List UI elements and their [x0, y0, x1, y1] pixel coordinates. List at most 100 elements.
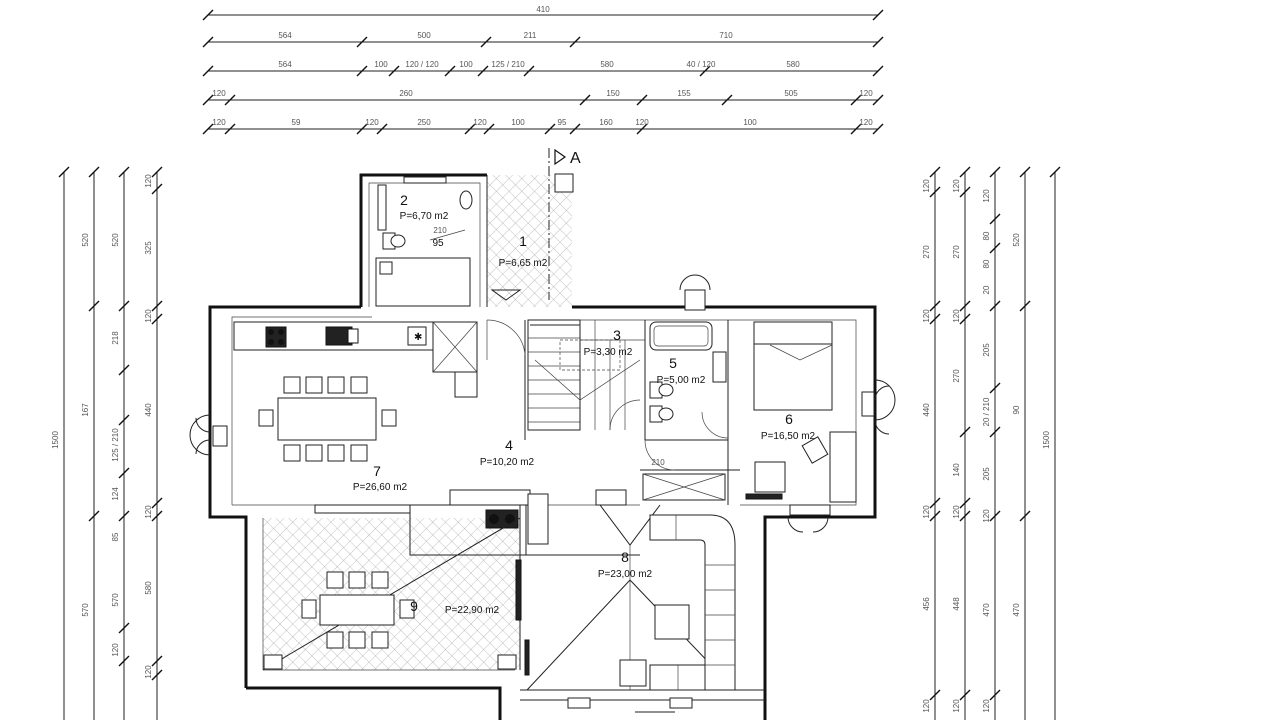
right-dim-0-0: 120: [922, 179, 931, 193]
bath-door-height: 210: [433, 226, 447, 235]
right-dim-0-1: 270: [922, 245, 931, 259]
kitchen-dining: ✱: [189, 321, 478, 514]
right-dim-1-6: 448: [952, 597, 961, 611]
right-dim-2-9: 120: [982, 699, 991, 713]
living-room-8: [524, 504, 736, 713]
staircase: [527, 319, 645, 431]
left-dim-3-4: 120: [144, 505, 153, 519]
right-dim-2-1: 80: [982, 231, 991, 240]
right-dim-3-1: 90: [1012, 405, 1021, 414]
room-2-number: 2: [400, 192, 408, 208]
room-5-number: 5: [669, 355, 677, 371]
top-dim-4-9: 100: [743, 118, 757, 127]
top-dim-2-5: 580: [600, 60, 614, 69]
right-dim-0-4: 120: [922, 505, 931, 519]
room-6-number: 6: [785, 411, 793, 427]
top-dim-4-3: 250: [417, 118, 431, 127]
top-dim-4-4: 120: [473, 118, 487, 127]
room-3-area: P=3,30 m2: [584, 347, 633, 358]
top-dim-1-3: 710: [719, 31, 733, 40]
bath-door-width: 95: [432, 238, 444, 249]
bathroom-2-fixtures: [375, 176, 473, 307]
top-dim-2-7: 580: [786, 60, 800, 69]
left-dim-2-0: 520: [111, 233, 120, 247]
left-dim-1-2: 570: [81, 603, 90, 617]
bedroom-6-furniture: [745, 321, 896, 533]
top-dim-4-7: 160: [599, 118, 613, 127]
hall-4-fixtures: [485, 473, 726, 545]
right-dim-2-7: 120: [982, 509, 991, 523]
top-dim-1-2: 211: [524, 31, 537, 40]
room-9-area: P=22,90 m2: [445, 605, 500, 616]
right-dim-2-8: 470: [982, 603, 991, 617]
top-dim-2-3: 100: [459, 60, 473, 69]
top-dim-4-6: 95: [558, 118, 567, 127]
top-dim-4-5: 100: [511, 118, 525, 127]
terrace-9-furniture: [262, 517, 522, 671]
top-dim-3-0: 120: [212, 89, 226, 98]
room-8-number: 8: [621, 549, 629, 565]
room-2-area: P=6,70 m2: [400, 211, 449, 222]
right-dimension-chains: 120 270 120 440 120 456 120 120 270 120 …: [922, 166, 1061, 720]
room-1-area: P=6,65 m2: [499, 258, 548, 269]
room-5-area: P=5,00 m2: [657, 375, 706, 386]
left-dim-3-1: 325: [144, 241, 153, 255]
top-dim-2-6: 40 / 120: [687, 60, 716, 69]
top-dim-3-2: 150: [606, 89, 620, 98]
bathroom-5-fixtures: [609, 274, 729, 471]
left-dim-3-5: 580: [144, 581, 153, 595]
right-dim-2-0: 120: [982, 189, 991, 203]
left-dim-2-6: 120: [111, 643, 120, 657]
room-4-area: P=10,20 m2: [480, 457, 535, 468]
right-dim-1-1: 270: [952, 245, 961, 259]
room-7-area: P=26,60 m2: [353, 482, 408, 493]
top-dim-1-1: 500: [417, 31, 431, 40]
room-labels: 1 P=6,65 m2 2 P=6,70 m2 210 95 3 P=3,30 …: [353, 192, 816, 616]
right-dim-1-5: 120: [952, 505, 961, 519]
top-dim-3-3: 155: [677, 89, 691, 98]
top-dim-3-4: 505: [784, 89, 798, 98]
room-6-area: P=16,50 m2: [761, 431, 816, 442]
right-dim-1-0: 120: [952, 179, 961, 193]
top-dim-1-0: 564: [278, 31, 292, 40]
right-dim-2-6: 205: [982, 467, 991, 481]
left-dimension-chains: 1500 520 167 570 520 218 125 / 210 124 8…: [51, 166, 163, 720]
left-dim-2-5: 570: [111, 593, 120, 607]
left-dim-3-3: 440: [144, 403, 153, 417]
svg-text:✱: ✱: [414, 332, 422, 343]
top-dim-2-0: 564: [278, 60, 292, 69]
right-dim-3-2: 470: [1012, 603, 1021, 617]
right-dim-2-5: 20 / 210: [982, 397, 991, 426]
top-dimension-chains: 410 564 500 211 710 564 100 120 / 120 10…: [202, 5, 884, 135]
left-dim-2-2: 125 / 210: [111, 428, 120, 462]
room-4-number: 4: [505, 437, 513, 453]
left-dim-1-1: 167: [81, 403, 90, 417]
top-dim-3-5: 120: [859, 89, 873, 98]
right-dim-0-3: 440: [922, 403, 931, 417]
right-dim-1-2: 120: [952, 309, 961, 323]
top-dim-3-1: 260: [399, 89, 413, 98]
left-dim-3-0: 120: [144, 174, 153, 188]
top-dim-4-10: 120: [859, 118, 873, 127]
left-dim-2-4: 85: [111, 532, 120, 541]
left-dim-2-1: 218: [111, 331, 120, 345]
right-dim-1-4: 140: [952, 463, 961, 477]
right-dim-1-7: 120: [952, 699, 961, 713]
top-dim-4-1: 59: [292, 118, 301, 127]
right-dim-0-5: 456: [922, 597, 931, 611]
right-dim-3-0: 520: [1012, 233, 1021, 247]
left-dim-3-6: 120: [144, 665, 153, 679]
right-dim-0-2: 120: [922, 309, 931, 323]
room-9-number: 9: [410, 598, 418, 614]
room-1-number: 1: [519, 233, 527, 249]
left-dim-0-0: 1500: [51, 431, 60, 449]
room-8-area: P=23,00 m2: [598, 569, 653, 580]
top-dim-4-2: 120: [365, 118, 379, 127]
left-dim-2-3: 124: [111, 487, 120, 501]
top-dim-2-1: 100: [374, 60, 388, 69]
right-dim-1-3: 270: [952, 369, 961, 383]
top-dim-0-0: 410: [536, 5, 550, 14]
right-dim-4-0: 1500: [1042, 431, 1051, 449]
top-dim-2-4: 125 / 210: [491, 60, 525, 69]
